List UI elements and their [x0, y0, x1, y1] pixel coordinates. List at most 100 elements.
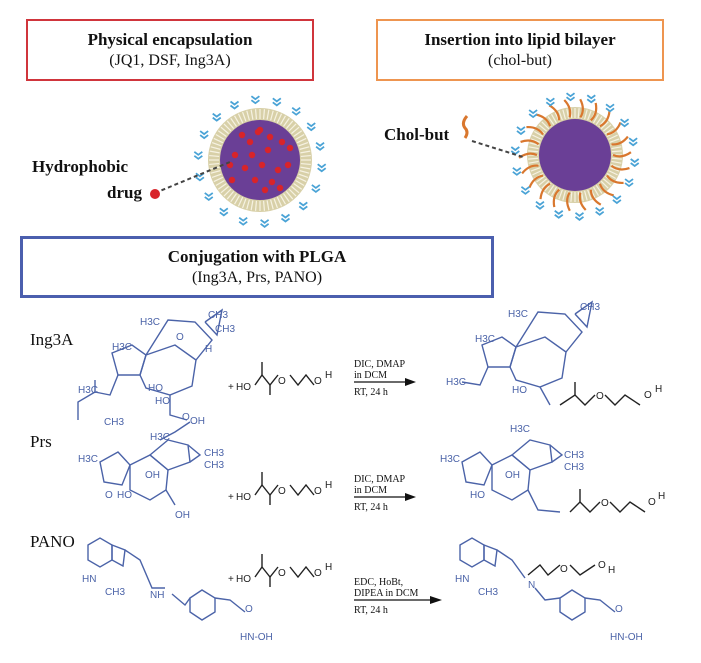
lipid-tail [298, 141, 309, 147]
atom-label: HN-OH [240, 632, 273, 643]
svg-text:O: O [278, 486, 286, 497]
lipid-tail [241, 111, 247, 122]
svg-text:HO: HO [470, 490, 485, 501]
compound-label-prs: Prs [30, 432, 52, 451]
hydrophobic-label: Hydrophobic [32, 157, 129, 176]
lipid-tail [233, 195, 241, 205]
lipid-tail [611, 160, 622, 164]
lipid-tail [529, 142, 540, 147]
lipid-tail [547, 184, 555, 194]
lipid-tail [550, 186, 558, 197]
lipid-tail [254, 109, 258, 120]
lipid-tail [528, 146, 539, 150]
ing3a-plga-product: H3C H3C CH3 H3C HO O O H [446, 300, 662, 406]
peg-chain-icon [291, 106, 301, 116]
lipid-tail [562, 190, 567, 201]
pano-structure: HN CH3 NH O HN-OH [82, 537, 273, 643]
lipid-tail [300, 154, 311, 158]
peg-chain-icon [516, 126, 526, 136]
lipid-tail [215, 133, 225, 141]
atom-label: H3C [150, 432, 170, 443]
peg-chain-icon [586, 94, 596, 104]
svg-text:H: H [325, 480, 332, 491]
lipid-tail [528, 160, 539, 164]
drug-dot [228, 176, 236, 184]
lipid-tail [600, 121, 609, 130]
lipid-tail [293, 130, 303, 137]
svg-text:O: O [278, 568, 286, 579]
peg-chain-icon [199, 130, 209, 140]
peg-chain-icon [311, 184, 321, 194]
condition-time: RT, 24 h [354, 605, 388, 616]
chol-but-molecule [539, 182, 551, 200]
svg-text:H3C: H3C [446, 377, 466, 388]
chol-but-molecule [578, 192, 587, 211]
atom-label: CH3 [208, 310, 228, 321]
chol-but-molecule [589, 189, 602, 206]
chol-but-molecule [521, 164, 539, 175]
svg-text:CH3: CH3 [478, 587, 498, 598]
drug-dot-icon [150, 189, 160, 199]
lipid-tail [608, 134, 618, 140]
atom-label: CH3 [104, 417, 124, 428]
encapsulation-subtitle: (JQ1, DSF, Ing3A) [109, 52, 231, 69]
lipid-tail [583, 190, 588, 201]
drug-dot [274, 166, 282, 174]
drug-dot [266, 133, 274, 141]
lipid-tail [210, 146, 221, 150]
reaction-arrow-pano [354, 596, 442, 604]
lipid-tail [295, 179, 305, 187]
svg-text:HO: HO [512, 385, 527, 396]
svg-text:CH3: CH3 [564, 462, 584, 473]
atom-label: H3C [78, 454, 98, 465]
lipid-tail [550, 113, 558, 124]
peg-chain-icon [528, 109, 538, 119]
drug-dot [258, 161, 266, 169]
svg-text:H: H [325, 562, 332, 573]
lipid-tail [291, 185, 300, 194]
svg-text:HO: HO [236, 492, 251, 503]
svg-text:O: O [314, 376, 322, 387]
drug-dot [278, 138, 286, 146]
peg-chain-icon [545, 97, 555, 107]
lipid-tail [530, 138, 541, 143]
lipid-tail [213, 176, 224, 183]
svg-text:HN: HN [455, 574, 469, 585]
lipid-tail [254, 200, 258, 211]
lipid-tail [276, 196, 283, 207]
lipid-tail [279, 115, 287, 125]
peg-chain-icon [512, 167, 522, 176]
insertion-subtitle: (chol-but) [488, 52, 552, 69]
drug-dot [264, 146, 272, 154]
lipid-tail [587, 110, 592, 121]
lipid-tail [266, 200, 270, 211]
drug-dot [248, 151, 256, 159]
lipid-tail [532, 134, 542, 140]
chol-but-molecule [590, 102, 598, 122]
atom-label: H [205, 344, 212, 355]
svg-text:O: O [615, 604, 623, 615]
lipid-tail [566, 108, 570, 119]
lipid-tail [604, 127, 614, 135]
lipid-tail [293, 183, 303, 190]
condition-reagents: DIC, DMAP [354, 359, 406, 370]
lipid-tail [217, 130, 227, 137]
lipid-insertion-box: Insertion into lipid bilayer (chol-but) [376, 19, 664, 81]
lipid-tail [241, 198, 247, 209]
chol-but-molecule [552, 188, 560, 208]
lipid-tail [296, 137, 307, 144]
atom-label: NH [150, 590, 164, 601]
peg-chain-icon [620, 118, 630, 128]
drug-dot [286, 144, 294, 152]
lipid-tail [602, 124, 612, 132]
lipid-tail [276, 113, 283, 124]
chol-but-molecule [598, 183, 615, 197]
lipid-tail [233, 115, 241, 125]
ing3a-structure: H3C H3C CH3 CH3 H O HO HO OH H3C CH3 [77, 308, 235, 428]
drug-dot [251, 176, 259, 184]
lipid-tail [600, 180, 609, 189]
peg-chain-icon [315, 141, 325, 151]
atom-label: OH [190, 416, 205, 427]
svg-text:HO: HO [236, 382, 251, 393]
